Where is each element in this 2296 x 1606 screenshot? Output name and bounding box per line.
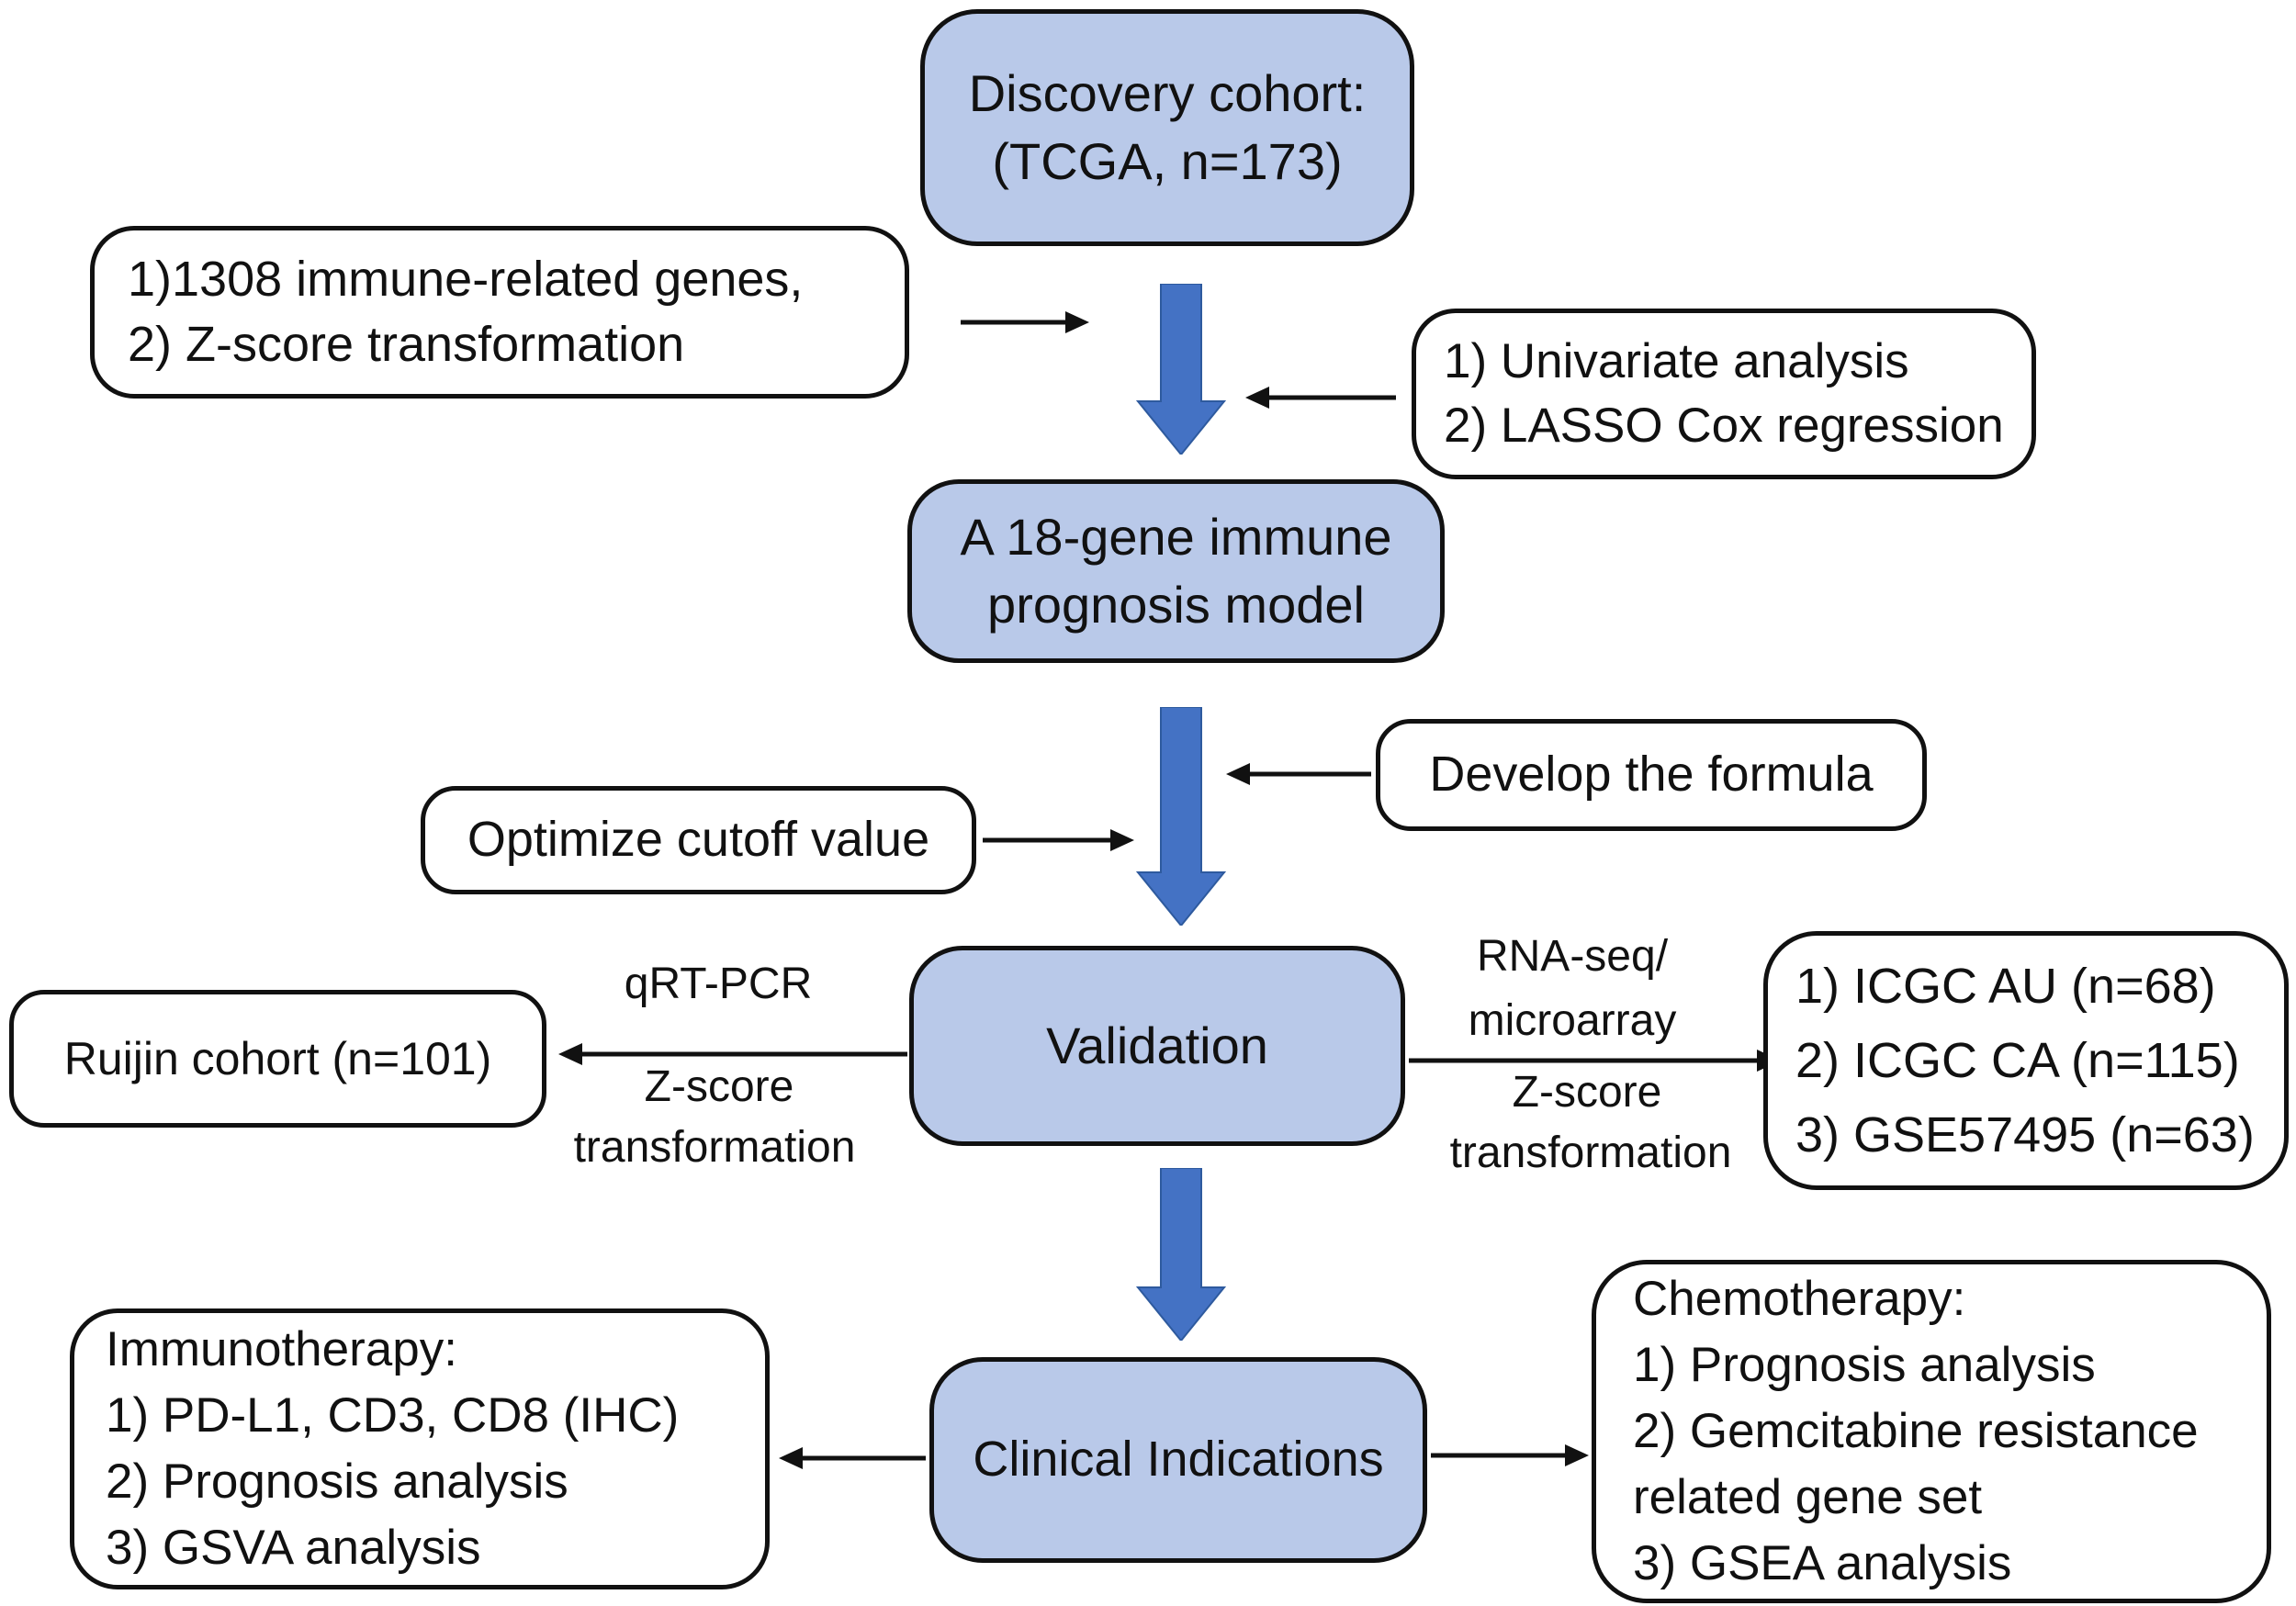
external-method-label-line2: microarray — [1468, 996, 1677, 1045]
chemotherapy-line1: Chemotherapy: — [1633, 1271, 1966, 1326]
clinical-indications-label: Clinical Indications — [973, 1432, 1384, 1488]
clinical-indications-box: Clinical Indications — [929, 1357, 1427, 1563]
model-box: A 18-gene immune prognosis model — [907, 479, 1445, 663]
develop-formula-label: Develop the formula — [1429, 747, 1874, 803]
model-line2: prognosis model — [987, 576, 1365, 634]
optimize-cutoff-box: Optimize cutoff value — [421, 786, 976, 894]
external-cohorts-line1: 1) ICGC AU (n=68) — [1795, 958, 2216, 1014]
arrow-gene-input-to-flow-icon — [961, 309, 1089, 335]
selection-methods-box: 1) Univariate analysis 2) LASSO Cox regr… — [1412, 309, 2036, 479]
selection-methods-line2: 2) LASSO Cox regression — [1444, 399, 2004, 453]
chemotherapy-line5: 3) GSEA analysis — [1633, 1536, 2012, 1591]
external-method-label-line1: RNA-seq/ — [1476, 932, 1669, 981]
model-line1: A 18-gene immune — [960, 508, 1392, 567]
optimize-cutoff-label: Optimize cutoff value — [467, 812, 930, 868]
ruijin-cohort-label: Ruijin cohort (n=101) — [63, 1033, 492, 1084]
gene-input-line1: 1)1308 immune-related genes, — [128, 251, 804, 307]
chemotherapy-line2: 1) Prognosis analysis — [1633, 1337, 2096, 1392]
selection-methods-line1: 1) Univariate analysis — [1444, 334, 1909, 389]
chemotherapy-line4: related gene set — [1633, 1470, 1983, 1525]
gene-input-line2: 2) Z-score transformation — [128, 317, 685, 372]
external-cohorts-box: 1) ICGC AU (n=68) 2) ICGC CA (n=115) 3) … — [1763, 931, 2289, 1190]
develop-formula-box: Develop the formula — [1376, 719, 1927, 831]
validation-label: Validation — [1046, 1016, 1268, 1075]
chemotherapy-box: Chemotherapy: 1) Prognosis analysis 2) G… — [1592, 1260, 2271, 1603]
arrow-optimize-to-flow-icon — [983, 827, 1134, 853]
immunotherapy-line1: Immunotherapy: — [106, 1321, 457, 1376]
immunotherapy-line4: 3) GSVA analysis — [106, 1521, 481, 1576]
gene-input-box: 1)1308 immune-related genes, 2) Z-score … — [90, 226, 909, 399]
big-down-arrow-validation-to-clinical-icon — [1135, 1168, 1227, 1341]
ruijin-cohort-box: Ruijin cohort (n=101) — [9, 990, 546, 1128]
external-transform-label-line2: transformation — [1449, 1129, 1732, 1177]
big-down-arrow-model-to-validation-icon — [1135, 707, 1227, 926]
ruijin-method-label: qRT-PCR — [624, 960, 813, 1008]
immunotherapy-line2: 1) PD-L1, CD3, CD8 (IHC) — [106, 1387, 680, 1443]
arrow-clinical-to-chemotherapy-icon — [1431, 1443, 1589, 1468]
immunotherapy-line3: 2) Prognosis analysis — [106, 1454, 568, 1509]
validation-box: Validation — [909, 946, 1405, 1146]
ruijin-transform-label-line2: transformation — [573, 1123, 856, 1172]
discovery-cohort-line2: (TCGA, n=173) — [992, 132, 1343, 190]
arrow-selection-to-flow-icon — [1245, 385, 1396, 410]
arrow-develop-to-flow-icon — [1226, 761, 1371, 787]
big-down-arrow-discovery-to-model-icon — [1135, 284, 1227, 455]
arrow-clinical-to-immunotherapy-icon — [779, 1445, 926, 1471]
external-cohorts-line3: 3) GSE57495 (n=63) — [1795, 1106, 2255, 1162]
chemotherapy-line3: 2) Gemcitabine resistance — [1633, 1403, 2199, 1458]
discovery-cohort-box: Discovery cohort: (TCGA, n=173) — [920, 9, 1414, 246]
arrow-validation-to-ruijin-icon — [558, 1041, 907, 1067]
immunotherapy-box: Immunotherapy: 1) PD-L1, CD3, CD8 (IHC) … — [70, 1308, 770, 1589]
discovery-cohort-line1: Discovery cohort: — [968, 64, 1367, 123]
external-transform-label-line1: Z-score — [1512, 1068, 1662, 1117]
external-cohorts-line2: 2) ICGC CA (n=115) — [1795, 1032, 2240, 1088]
ruijin-transform-label-line1: Z-score — [644, 1062, 794, 1111]
